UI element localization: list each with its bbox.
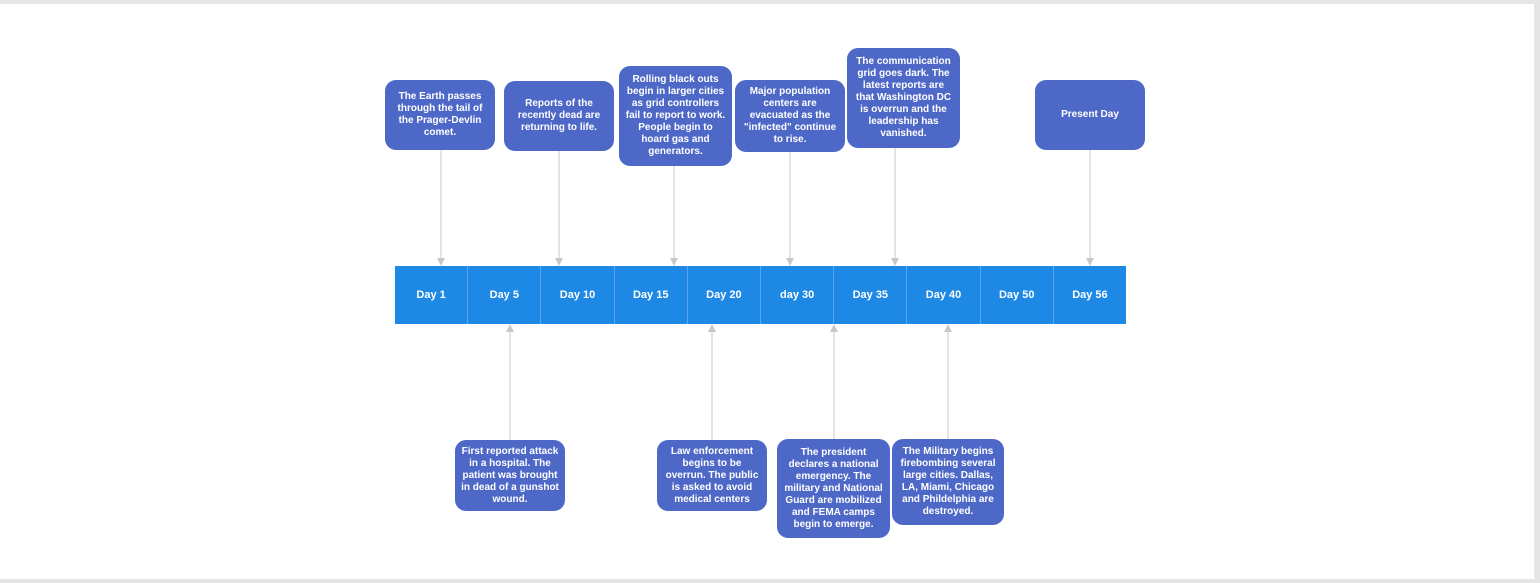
timeline-day: Day 35 <box>834 266 908 324</box>
timeline-day: Day 56 <box>1072 289 1108 301</box>
timeline-day: Day 20 <box>688 266 762 324</box>
timeline-day: Day 40 <box>907 266 981 324</box>
timeline-bar: Day 1 Day 5 Day 10 Day 15 Day 20 day 30 … <box>395 266 1126 324</box>
event-text: Major population centers are evacuated a… <box>743 86 837 145</box>
timeline-day: Day 5 <box>468 266 542 324</box>
event-top-day-56[interactable]: Present Day <box>1035 80 1145 150</box>
event-bottom-day-20[interactable]: Law enforcement begins to be overrun. Th… <box>657 440 767 511</box>
event-text: The Earth passes through the tail of the… <box>397 91 483 138</box>
timeline-day: Day 1 <box>395 266 469 324</box>
event-top-day-15[interactable]: Rolling black outs begin in larger citie… <box>619 66 732 166</box>
event-text: The communication grid goes dark. The la… <box>855 56 952 139</box>
event-top-day-30[interactable]: Major population centers are evacuated a… <box>735 80 845 152</box>
timeline-day: Day 10 <box>541 266 615 324</box>
event-bottom-day-5[interactable]: First reported attack in a hospital. The… <box>455 440 565 511</box>
event-text: The Military begins firebombing several … <box>900 446 996 517</box>
event-text: Law enforcement begins to be overrun. Th… <box>665 445 759 505</box>
timeline-day: Day 15 <box>615 266 688 324</box>
event-top-day-1[interactable]: The Earth passes through the tail of the… <box>385 80 495 150</box>
event-text: First reported attack in a hospital. The… <box>461 445 559 505</box>
event-top-day-10[interactable]: Reports of the recently dead are returni… <box>504 81 614 151</box>
timeline-day: Day 50 <box>981 266 1054 324</box>
event-text: Present Day <box>1061 109 1119 120</box>
timeline-day: day 30 <box>761 266 835 324</box>
event-bottom-day-35[interactable]: The president declares a national emerge… <box>777 439 890 538</box>
event-bottom-day-40[interactable]: The Military begins firebombing several … <box>892 439 1004 525</box>
event-text: Rolling black outs begin in larger citie… <box>625 74 726 157</box>
event-top-day-35[interactable]: The communication grid goes dark. The la… <box>847 48 960 148</box>
event-text: The president declares a national emerge… <box>784 446 883 530</box>
event-text: Reports of the recently dead are returni… <box>517 98 601 133</box>
